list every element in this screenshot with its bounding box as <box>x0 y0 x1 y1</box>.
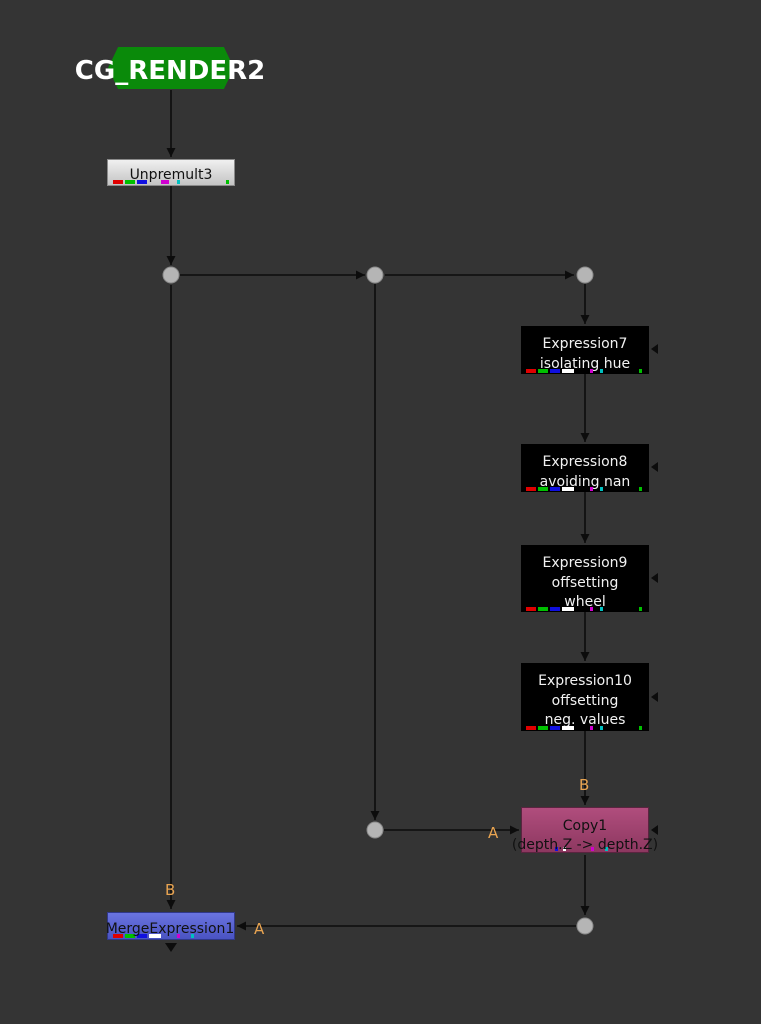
expression8-node[interactable]: Expression8 avoiding nan <box>521 444 649 492</box>
expression7-name: Expression7 <box>542 336 628 352</box>
channel-indicator <box>524 486 648 491</box>
channel-indicator <box>111 933 235 938</box>
dot-node-5[interactable] <box>576 917 594 935</box>
channel-indicator <box>525 846 649 851</box>
merge-expression1-node[interactable] <box>107 912 235 940</box>
copy1-name: Copy1 <box>562 818 608 834</box>
channel-indicator <box>524 606 648 611</box>
mask-input-arrow[interactable] <box>651 573 658 583</box>
dot-node-1[interactable] <box>162 266 180 284</box>
copy1-channels-label: (depth.Z -> depth.Z) <box>511 837 659 853</box>
unpremult-label: Unpremult3 <box>129 167 213 183</box>
merge-input-b-label: B <box>165 881 176 899</box>
channel-indicator <box>524 725 648 730</box>
expression10-comment-line2: neg. values <box>544 712 626 728</box>
expression9-comment-line2: wheel <box>564 594 606 610</box>
read-node-label: CG_RENDER2 <box>74 56 266 86</box>
channel-indicator <box>524 368 648 373</box>
copy1-node[interactable]: Copy1 <box>521 807 649 853</box>
expression10-comment-line1: offsetting <box>551 693 619 709</box>
read-node-cg-render2[interactable] <box>108 47 234 89</box>
expression9-comment-line1: offsetting <box>551 575 619 591</box>
dot-node-2[interactable] <box>366 266 384 284</box>
merge-input-a-label: A <box>254 920 265 938</box>
merge-output-arrow <box>165 943 177 952</box>
mask-input-arrow[interactable] <box>651 825 658 835</box>
expression7-node[interactable]: Expression7 isolating hue <box>521 326 649 374</box>
unpremult-node[interactable]: Unpremult3 <box>107 159 235 186</box>
copy-input-a-label: A <box>488 824 499 842</box>
expression9-node[interactable]: Expression9 offsetting wheel <box>521 545 649 612</box>
mask-input-arrow[interactable] <box>651 344 658 354</box>
merge-expression1-label: MergeExpression1 <box>105 921 235 937</box>
expression7-comment: isolating hue <box>539 356 631 372</box>
dot-node-4[interactable] <box>366 821 384 839</box>
copy-input-b-label: B <box>579 776 590 794</box>
dot-node-3[interactable] <box>576 266 594 284</box>
expression10-name: Expression10 <box>538 673 632 689</box>
mask-input-arrow[interactable] <box>651 462 658 472</box>
mask-input-arrow[interactable] <box>651 692 658 702</box>
expression8-comment: avoiding nan <box>539 474 631 490</box>
expression10-node[interactable]: Expression10 offsetting neg. values <box>521 663 649 731</box>
expression9-name: Expression9 <box>542 555 628 571</box>
expression8-name: Expression8 <box>542 454 628 470</box>
channel-indicator <box>111 179 235 184</box>
